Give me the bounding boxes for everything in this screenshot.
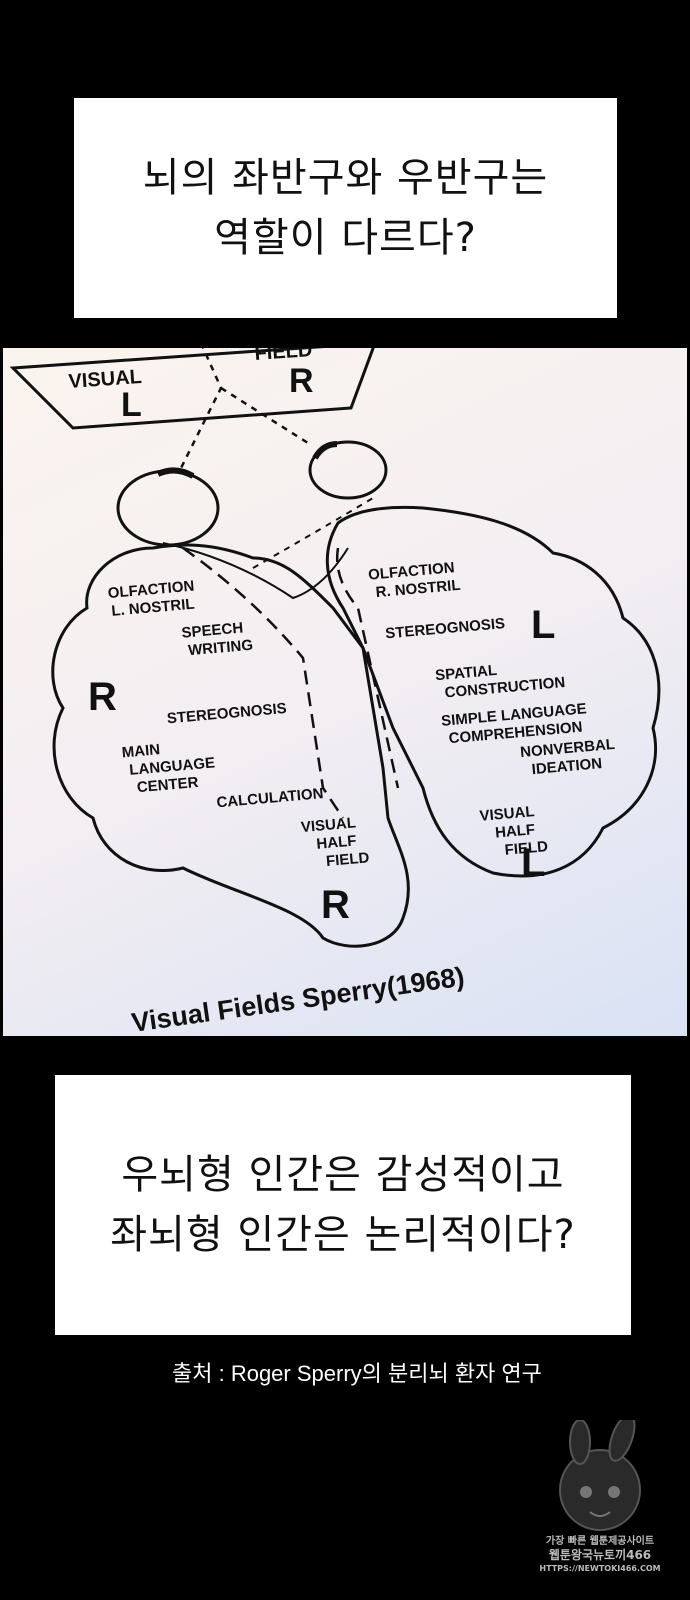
figure-title: Visual Fields Sperry(1968) xyxy=(130,962,467,1036)
rh-big-letter: L xyxy=(531,603,555,647)
visual-field-left-word: VISUAL xyxy=(68,366,143,393)
bottom-caption-box: 우뇌형 인간은 감성적이고 좌뇌형 인간은 논리적이다? xyxy=(55,1075,631,1335)
rh-bottom-letter: L xyxy=(521,841,545,885)
lh-label-3: SPEECH xyxy=(181,619,244,641)
rh-label-9: IDEATION xyxy=(531,755,603,778)
sperry-diagram-panel: VISUAL FIELD L R OLFACTION L. NOSTRIL SP… xyxy=(3,348,687,1036)
watermark-mascot-icon xyxy=(559,1414,641,1531)
rh-label-4: SPATIAL xyxy=(434,662,497,684)
lh-label-9: CALCULATION xyxy=(216,785,324,811)
visual-field-left-letter: L xyxy=(121,386,142,424)
optic-crossing xyxy=(252,497,374,569)
right-hemisphere-outline xyxy=(325,505,661,878)
lh-label-6: MAIN xyxy=(121,741,161,761)
watermark-line-3: HTTPS://NEWTOKI466.COM xyxy=(539,1564,661,1573)
top-caption-line-1: 뇌의 좌반구와 우반구는 xyxy=(142,155,549,201)
right-hemisphere-labels: OLFACTION R. NOSTRIL STEREOGNOSIS SPATIA… xyxy=(367,559,615,859)
lh-label-5: STEREOGNOSIS xyxy=(166,700,287,727)
lh-big-letter: R xyxy=(88,675,117,719)
watermark-line-2: 웹툰왕국뉴토끼466 xyxy=(548,1548,652,1562)
left-eye-lid xyxy=(156,467,195,479)
rh-label-12: FIELD xyxy=(504,838,549,859)
watermark-line-1: 가장 빠른 웹툰제공사이트 xyxy=(545,1536,655,1547)
left-hemisphere-outline xyxy=(51,543,410,948)
top-caption-line-2: 역할이 다르다? xyxy=(214,215,477,261)
left-hemisphere-labels: OLFACTION L. NOSTRIL SPEECH WRITING STER… xyxy=(107,578,370,870)
visual-field-right-word: FIELD xyxy=(254,348,313,365)
lh-bottom-letter: R xyxy=(321,883,350,927)
right-eye-lid xyxy=(312,441,338,460)
lh-label-11: HALF xyxy=(316,832,357,852)
optic-tract-upper xyxy=(162,542,349,600)
rh-label-11: HALF xyxy=(494,821,535,841)
bottom-caption-line-2: 좌뇌형 인간은 논리적이다? xyxy=(110,1212,576,1258)
rh-label-3: STEREOGNOSIS xyxy=(385,615,506,642)
visual-field-right-letter: R xyxy=(289,362,314,400)
sight-line-right xyxy=(220,386,309,445)
optic-tract-left xyxy=(182,546,345,819)
lh-label-4: WRITING xyxy=(187,637,253,660)
lh-label-12: FIELD xyxy=(325,849,370,870)
lh-label-10: VISUAL xyxy=(300,814,356,836)
sight-line-left xyxy=(179,348,223,469)
optic-tract-right xyxy=(336,547,400,789)
top-caption-box: 뇌의 좌반구와 우반구는 역할이 다르다? xyxy=(74,98,617,318)
lh-label-8: CENTER xyxy=(136,774,199,796)
bottom-caption-line-1: 우뇌형 인간은 감성적이고 xyxy=(121,1152,565,1198)
left-eye xyxy=(116,469,220,547)
rh-label-10: VISUAL xyxy=(479,803,535,825)
visual-field-box xyxy=(9,348,375,430)
right-eye xyxy=(308,440,388,500)
split-brain-diagram: VISUAL FIELD L R OLFACTION L. NOSTRIL SP… xyxy=(9,348,661,1036)
source-credit: 출처 : Roger Sperry의 분리뇌 환자 연구 xyxy=(172,1361,542,1386)
watermark: 가장 빠른 웹툰제공사이트 웹툰왕국뉴토끼466 HTTPS://NEWTOKI… xyxy=(530,1414,670,1590)
